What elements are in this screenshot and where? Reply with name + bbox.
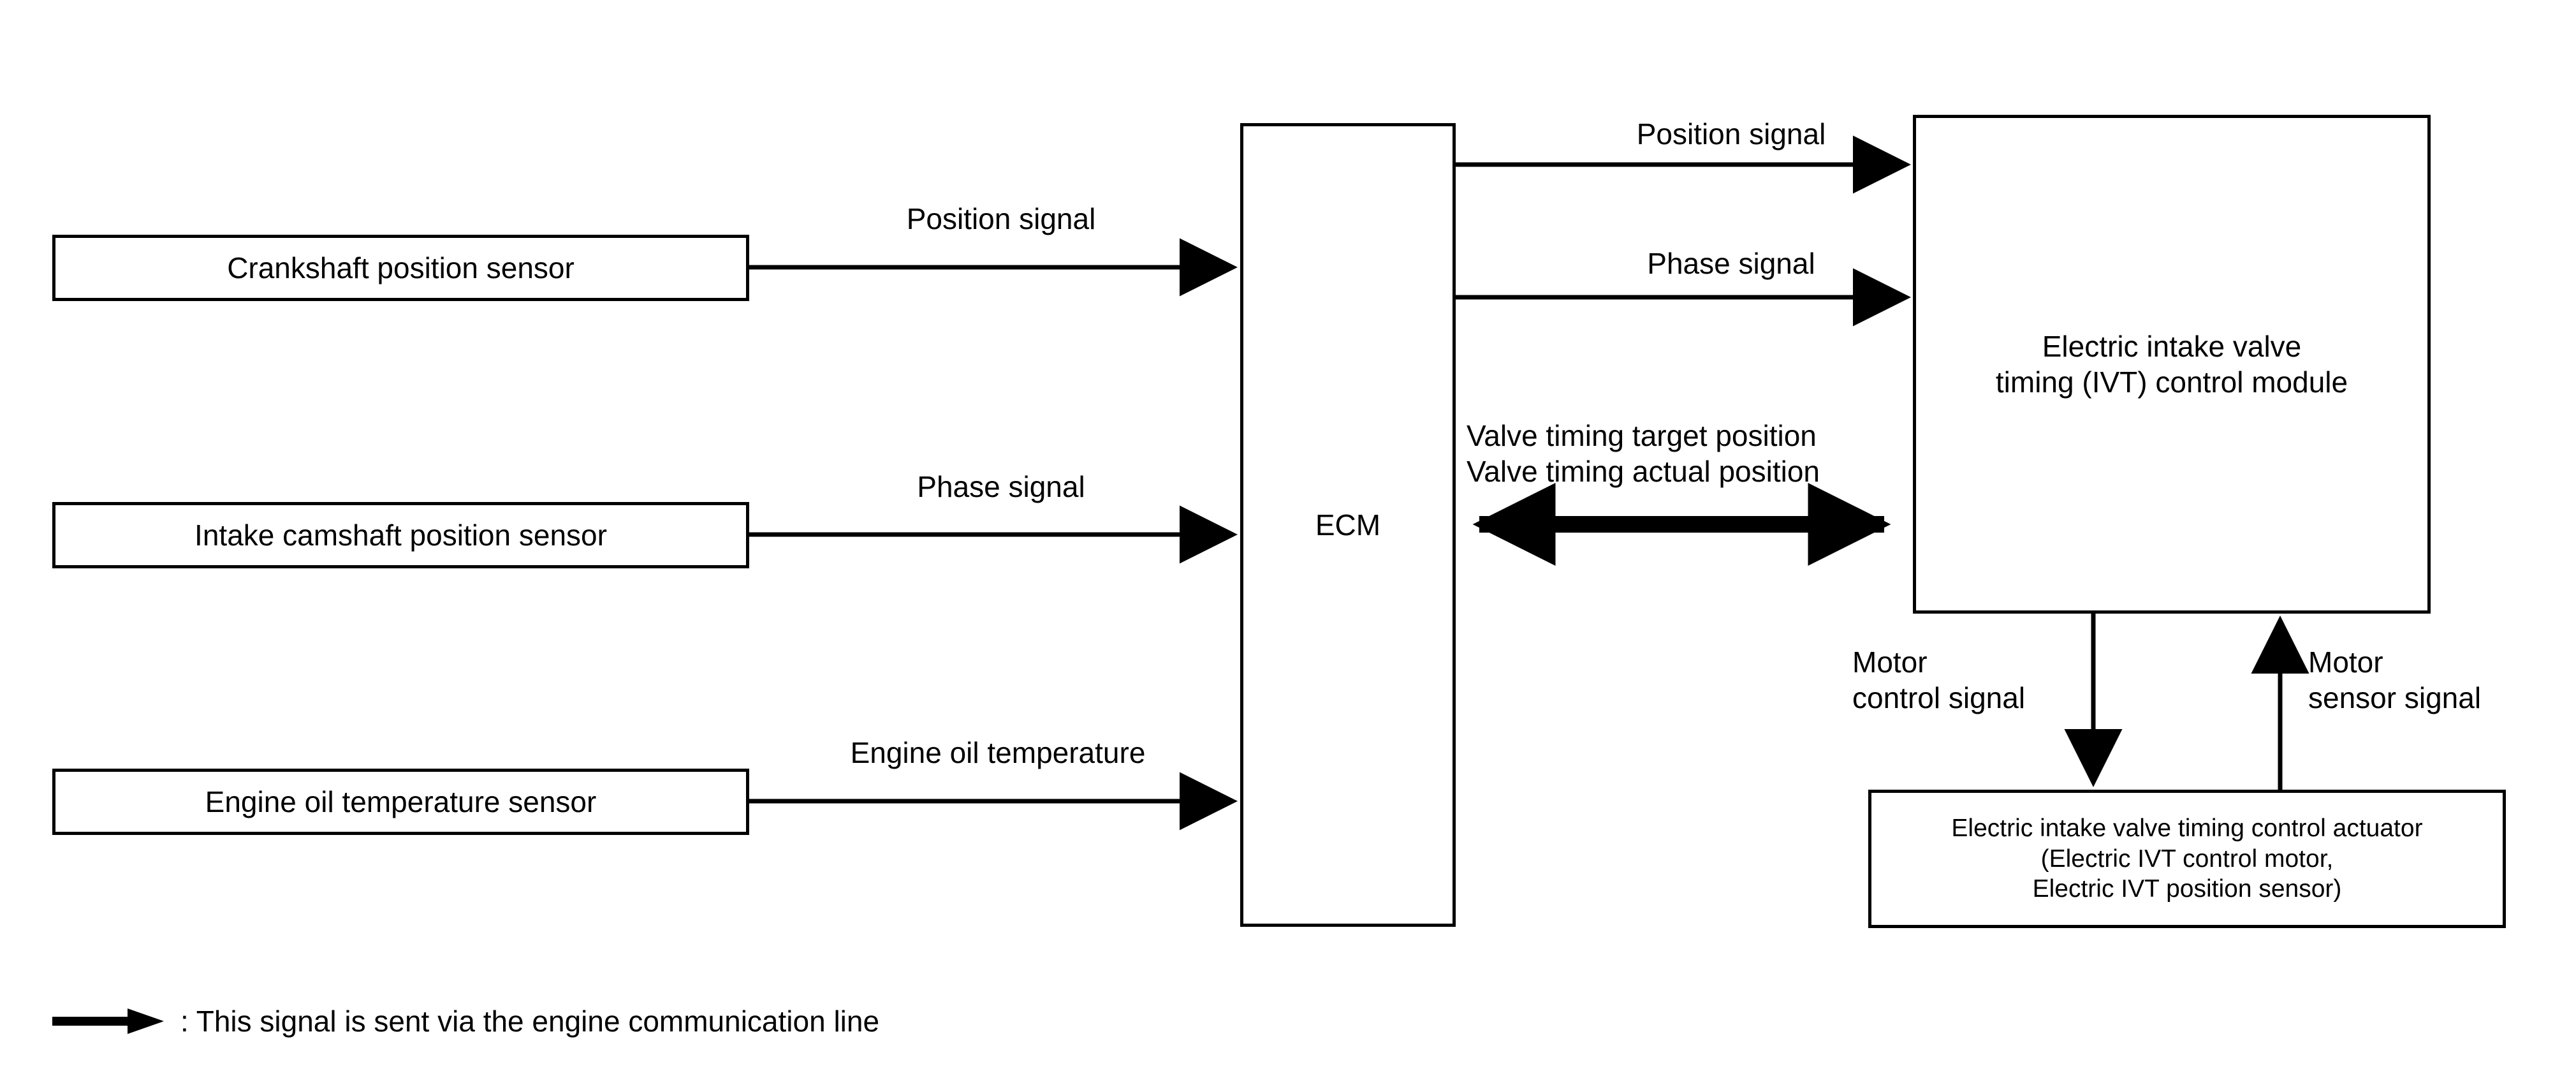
block-ivt-control-actuator: Electric intake valve timing control act… [1868, 790, 2506, 928]
edge-label-engine-oil-temperature: Engine oil temperature [850, 736, 1146, 769]
block-label: ECM [1315, 508, 1381, 542]
thick-arrow-icon [52, 1008, 164, 1034]
edge-label-motor-control-signal: Motor control signal [1852, 646, 2026, 715]
legend: : This signal is sent via the engine com… [52, 1004, 879, 1038]
block-label: Engine oil temperature sensor [205, 785, 597, 818]
edge-label-motor-sensor-signal: Motor sensor signal [2308, 646, 2482, 715]
block-ecm: ECM [1240, 123, 1456, 927]
block-label: Electric intake valve timing (IVT) contr… [1995, 329, 2348, 399]
block-label: Electric intake valve timing control act… [1951, 815, 2423, 903]
block-label: Intake camshaft position sensor [194, 518, 607, 552]
block-engine-oil-temperature-sensor: Engine oil temperature sensor [52, 769, 749, 835]
legend-text: : This signal is sent via the engine com… [180, 1005, 880, 1038]
block-ivt-control-module: Electric intake valve timing (IVT) contr… [1913, 115, 2431, 614]
block-label: Crankshaft position sensor [227, 251, 574, 284]
edge-label-position-signal-left: Position signal [906, 202, 1096, 235]
edge-label-valve-timing-positions: Valve timing target position Valve timin… [1467, 419, 1820, 489]
block-crankshaft-position-sensor: Crankshaft position sensor [52, 235, 749, 301]
edge-label-position-signal-right: Position signal [1636, 117, 1826, 151]
edge-label-phase-signal-right: Phase signal [1647, 247, 1815, 280]
block-intake-camshaft-position-sensor: Intake camshaft position sensor [52, 502, 749, 568]
edge-label-phase-signal-left: Phase signal [917, 470, 1085, 503]
